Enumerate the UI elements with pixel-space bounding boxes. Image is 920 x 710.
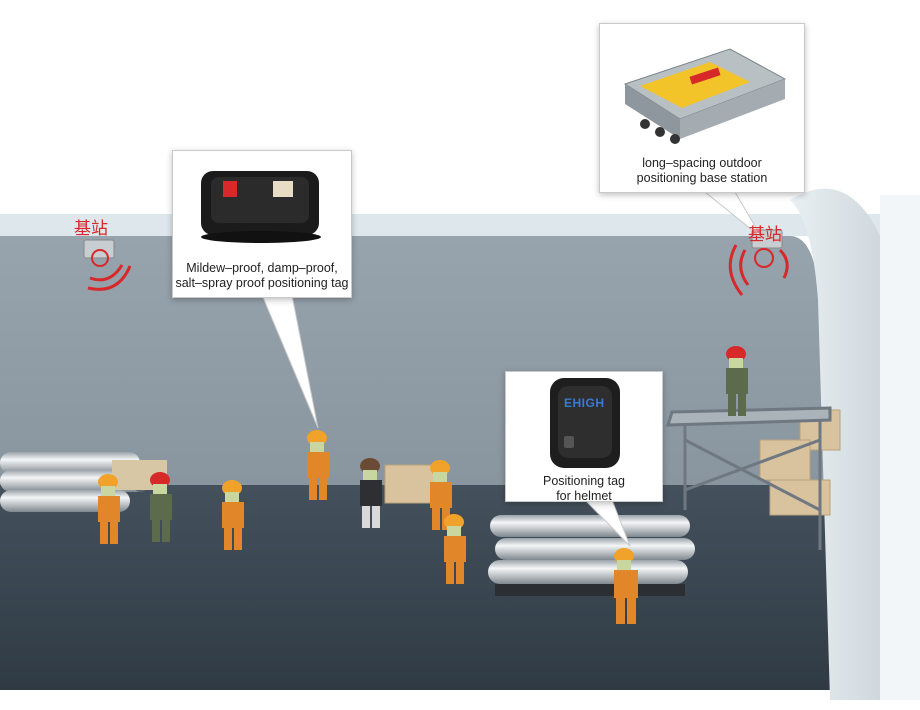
- tunnel-floor: [0, 485, 836, 690]
- tunnel-outer: [880, 195, 920, 700]
- base-station-image: [600, 24, 804, 149]
- scaffold: [665, 406, 832, 550]
- base-station-left: [83, 239, 132, 291]
- helmet-caption: Positioning tag for helmet: [542, 474, 625, 503]
- worker: [614, 548, 638, 624]
- worker: [98, 474, 120, 544]
- helmet-callout: EHIGH Positioning tag for helmet: [505, 371, 663, 503]
- base-station-left-label: 基站: [74, 219, 108, 239]
- base-station-right-label: 基站: [748, 225, 782, 245]
- worker: [307, 430, 329, 500]
- station-caption: long–spacing outdoor positioning base st…: [636, 156, 768, 185]
- steel-pipes-center: [488, 515, 695, 596]
- station-callout: long–spacing outdoor positioning base st…: [599, 23, 805, 193]
- steel-pipes-left: [0, 452, 167, 512]
- worker: [444, 514, 466, 584]
- supervisor: [360, 458, 382, 528]
- base-station-right: [728, 229, 789, 296]
- tag-caption: Mildew–proof, damp–proof, salt–spray pro…: [175, 261, 349, 290]
- tunnel-arch: [790, 188, 900, 701]
- helmet-tag-brand: EHIGH: [564, 396, 605, 410]
- worker: [222, 480, 244, 550]
- tag-callout: Mildew–proof, damp–proof, salt–spray pro…: [172, 150, 352, 298]
- worker: [726, 346, 748, 416]
- positioning-tag-image: [173, 151, 351, 253]
- worker: [150, 472, 172, 542]
- helmet-tag-image: EHIGH: [506, 372, 662, 468]
